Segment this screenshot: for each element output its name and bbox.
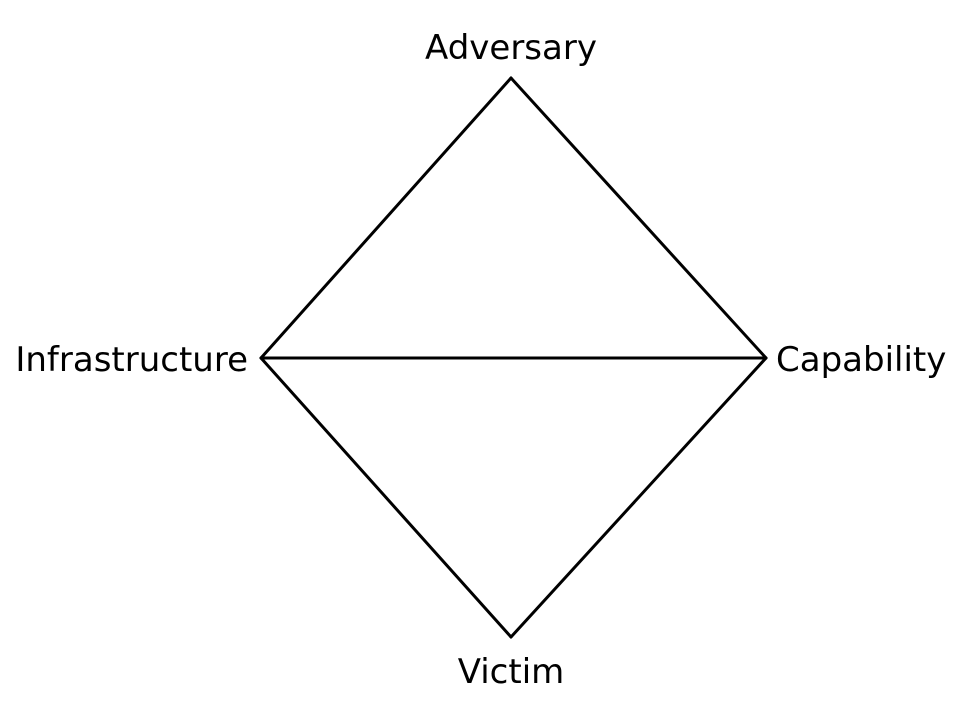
edge-capability-victim — [509, 356, 768, 639]
node-label-adversary: Adversary — [425, 28, 597, 68]
node-label-capability: Capability — [776, 340, 947, 380]
edge-adversary-capability — [509, 76, 768, 360]
edge-adversary-infrastructure — [259, 76, 513, 360]
edge-infrastructure-victim — [259, 356, 513, 639]
node-label-infrastructure: Infrastructure — [15, 340, 248, 380]
node-label-victim: Victim — [457, 652, 565, 692]
